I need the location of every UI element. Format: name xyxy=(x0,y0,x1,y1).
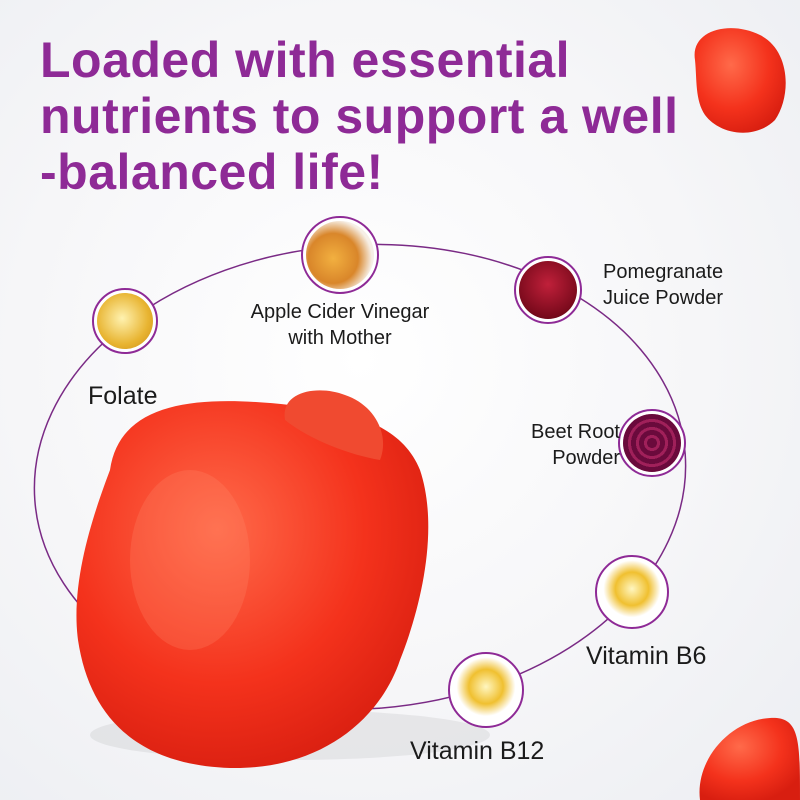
bottom-right-gummy xyxy=(699,717,800,800)
pomegranate-label-line-2: Juice Powder xyxy=(603,287,724,309)
beet-icon xyxy=(618,409,686,477)
beet-root-label-line-2: Powder xyxy=(552,447,620,469)
beet-root-label-line-1: Beet Root xyxy=(531,421,620,443)
pomegranate-icon xyxy=(514,256,582,324)
headline-line-3: -balanced life! xyxy=(40,144,384,200)
top-right-gummy xyxy=(694,28,786,133)
vitamin-b6-capsule-icon xyxy=(595,555,669,629)
pomegranate-label-line-1: Pomegranate xyxy=(603,261,724,283)
apple-cider-vinegar-label-line-1: Apple Cider Vinegar xyxy=(250,301,430,323)
vitamin-b12-capsule-icon xyxy=(448,652,524,728)
apple-cider-icon xyxy=(301,216,379,294)
molecule-icon xyxy=(92,288,158,354)
headline: Loaded with essential nutrients to suppo… xyxy=(40,32,679,200)
pomegranate-label: Pomegranate Juice Powder xyxy=(603,259,723,311)
headline-line-2: nutrients to support a well xyxy=(40,88,679,144)
headline-line-1: Loaded with essential xyxy=(40,32,571,88)
large-gummy xyxy=(76,390,429,769)
vitamin-b12-label: Vitamin B12 xyxy=(410,737,545,765)
beet-root-label: Beet Root Powder xyxy=(480,419,620,471)
folate-label: Folate xyxy=(88,382,158,410)
vitamin-b6-label: Vitamin B6 xyxy=(586,642,707,670)
apple-cider-vinegar-label: Apple Cider Vinegar with Mother xyxy=(228,299,452,351)
apple-cider-vinegar-label-line-2: with Mother xyxy=(288,327,392,349)
